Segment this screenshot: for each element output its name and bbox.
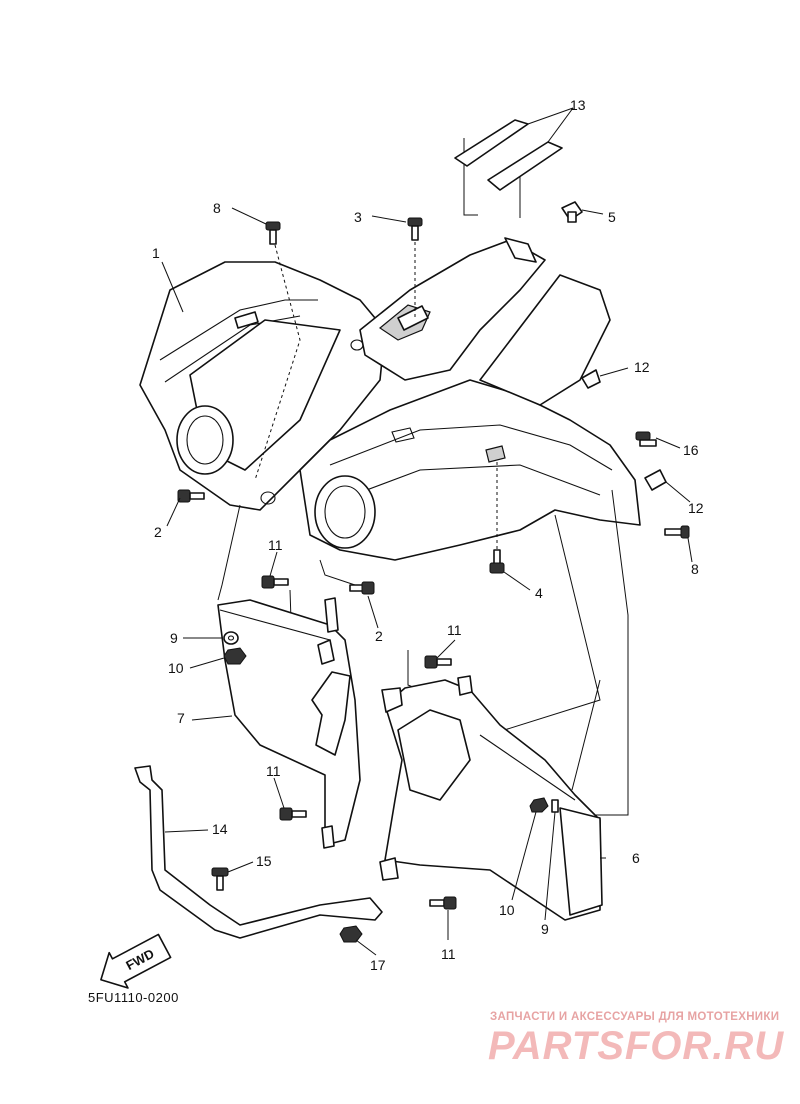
- catalog-code: 5FU1110-0200: [88, 990, 179, 1005]
- callout-11: 11: [441, 946, 456, 962]
- callout-15: 15: [256, 853, 272, 869]
- bolt-15: [211, 867, 229, 891]
- part-6-right-panel: [379, 675, 603, 921]
- bolt-11-b: [424, 655, 452, 669]
- callout-11: 11: [266, 763, 281, 779]
- fwd-arrow-icon: FWD: [100, 933, 172, 989]
- callout-labels: 1 2 2 3 4 5 6 7 8 8 9 9 10 10 11 11 11 1…: [152, 97, 704, 973]
- callout-4: 4: [535, 585, 543, 601]
- callout-2: 2: [375, 628, 383, 644]
- bolt-11-a: [261, 575, 289, 589]
- bolt-11-c: [279, 807, 307, 821]
- callout-2: 2: [154, 524, 162, 540]
- callout-17: 17: [370, 957, 386, 973]
- callout-13: 13: [570, 97, 586, 113]
- bolt-16: [635, 431, 657, 447]
- callout-16: 16: [683, 442, 699, 458]
- callout-3: 3: [354, 209, 362, 225]
- part-14-stay: [134, 765, 383, 939]
- part-center-tank-cover: [350, 237, 546, 381]
- fasteners: [177, 201, 690, 943]
- callout-9: 9: [541, 921, 549, 937]
- callout-11: 11: [447, 622, 462, 638]
- bolt-8-right: [664, 525, 690, 539]
- bolt-11-d: [429, 896, 457, 910]
- callout-10: 10: [499, 902, 515, 918]
- watermark-logo: PARTSFOR.RU: [488, 1024, 785, 1068]
- bolt-8-top: [265, 221, 281, 245]
- callout-1: 1: [152, 245, 160, 261]
- bolt-2-right: [349, 581, 375, 595]
- bolt-3: [407, 217, 423, 241]
- nut-10-left: [223, 647, 247, 665]
- callout-12: 12: [688, 500, 704, 516]
- part-13-trim-strips: [454, 119, 563, 218]
- callout-5: 5: [608, 209, 616, 225]
- part-1-front-fender: [139, 261, 386, 511]
- callout-7: 7: [177, 710, 185, 726]
- part-7-left-panel: [217, 597, 361, 849]
- callout-6: 6: [632, 850, 640, 866]
- nut-10-right: [529, 797, 549, 813]
- callout-12: 12: [634, 359, 650, 375]
- callout-14: 14: [212, 821, 228, 837]
- part-1-fender-right: [299, 274, 641, 561]
- bolt-2-left: [177, 489, 205, 503]
- callout-8: 8: [213, 200, 221, 216]
- callout-10: 10: [168, 660, 184, 676]
- clip-12-lower: [644, 469, 667, 491]
- clip-5: [561, 201, 583, 223]
- bolt-4: [489, 549, 505, 574]
- nut-17: [339, 925, 363, 943]
- clip-9-right: [551, 799, 559, 813]
- washer-9-left: [223, 631, 239, 645]
- clip-12-upper: [581, 369, 601, 389]
- watermark-tagline: ЗАПЧАСТИ И АКСЕССУАРЫ ДЛЯ МОТОТЕХНИКИ: [490, 1011, 780, 1023]
- callout-11: 11: [268, 537, 283, 553]
- callout-8: 8: [691, 561, 699, 577]
- callout-9: 9: [170, 630, 178, 646]
- callout-leaders: [161, 107, 693, 956]
